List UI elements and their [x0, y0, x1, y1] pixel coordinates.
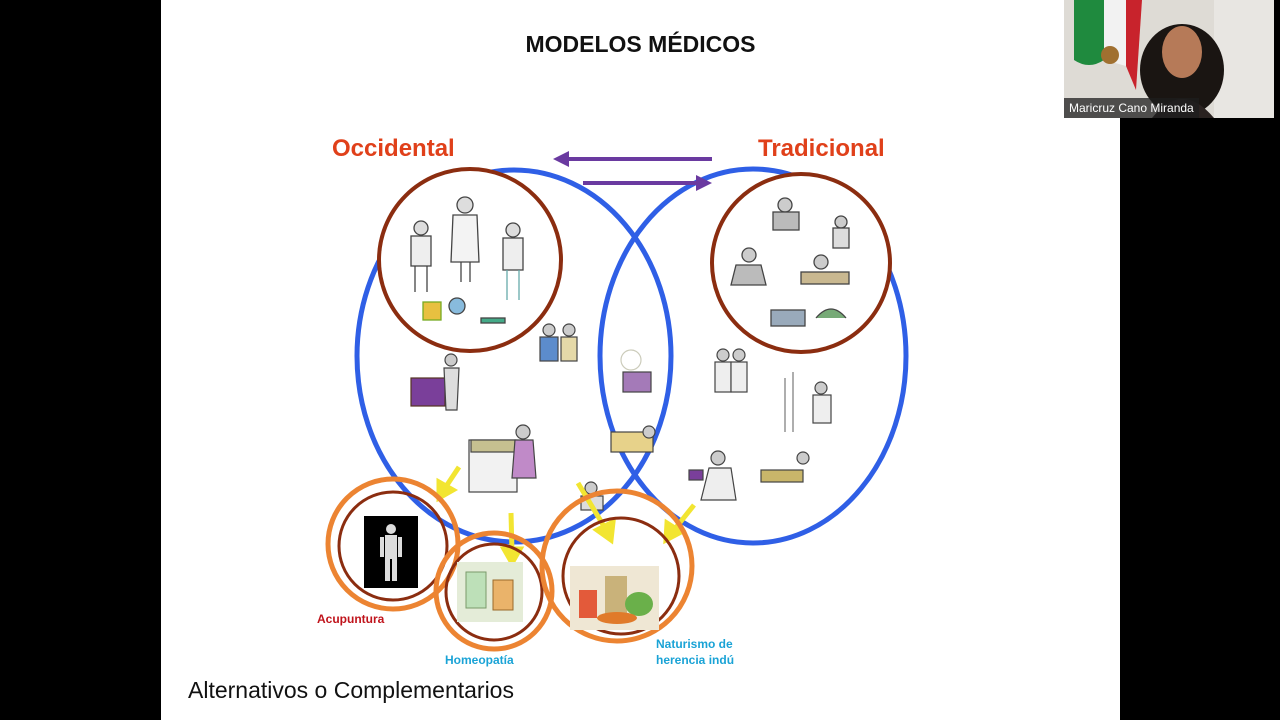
presentation-slide: MODELOS MÉDICOS: [161, 0, 1120, 720]
participant-name: Maricruz Cano Miranda: [1064, 98, 1199, 118]
occidental-label: Occidental: [332, 135, 455, 162]
yellow-arrows: [436, 465, 696, 569]
slide-title: MODELOS MÉDICOS: [525, 31, 756, 57]
flag-icon: [1074, 0, 1142, 90]
homeopathy-label: Homeopatía: [445, 653, 514, 667]
tradicional-ellipse: [597, 166, 909, 546]
scattered-figures: [410, 323, 832, 511]
naturism-label: Naturismo de herencia indú: [656, 636, 734, 668]
naturism-label-line2: herencia indú: [656, 653, 735, 667]
webcam-tile[interactable]: Maricruz Cano Miranda: [1064, 0, 1274, 118]
naturism-circle: [539, 488, 695, 644]
naturism-label-line1: Naturismo de: [656, 637, 733, 651]
acupuncture-figure: [380, 524, 402, 581]
doctors-illustration: [410, 196, 524, 324]
slide-footer: Alternativos o Complementarios: [188, 677, 514, 703]
exchange-arrows: [553, 151, 712, 191]
acupuncture-label: Acupuntura: [317, 612, 385, 626]
tradicional-label: Tradicional: [758, 135, 885, 162]
healers-illustration: [730, 197, 850, 327]
homeopathy-circle: [433, 530, 555, 652]
venn-diagram: [325, 151, 909, 652]
